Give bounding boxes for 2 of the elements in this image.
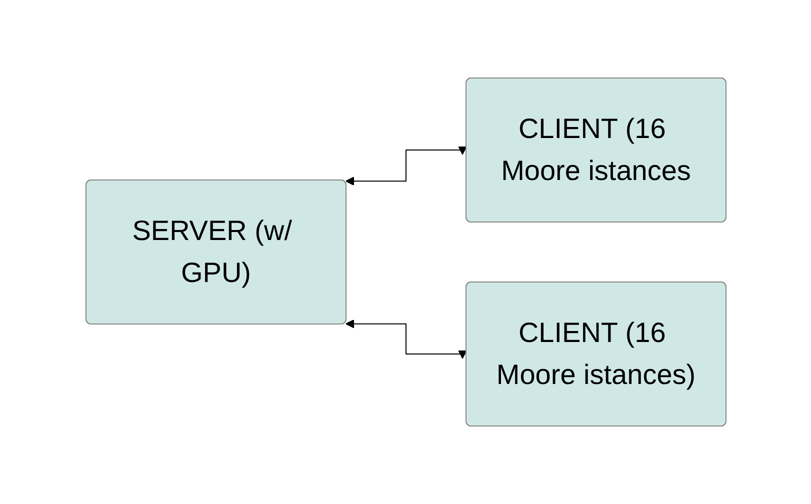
arrow (344, 319, 466, 359)
arrow (344, 146, 466, 186)
